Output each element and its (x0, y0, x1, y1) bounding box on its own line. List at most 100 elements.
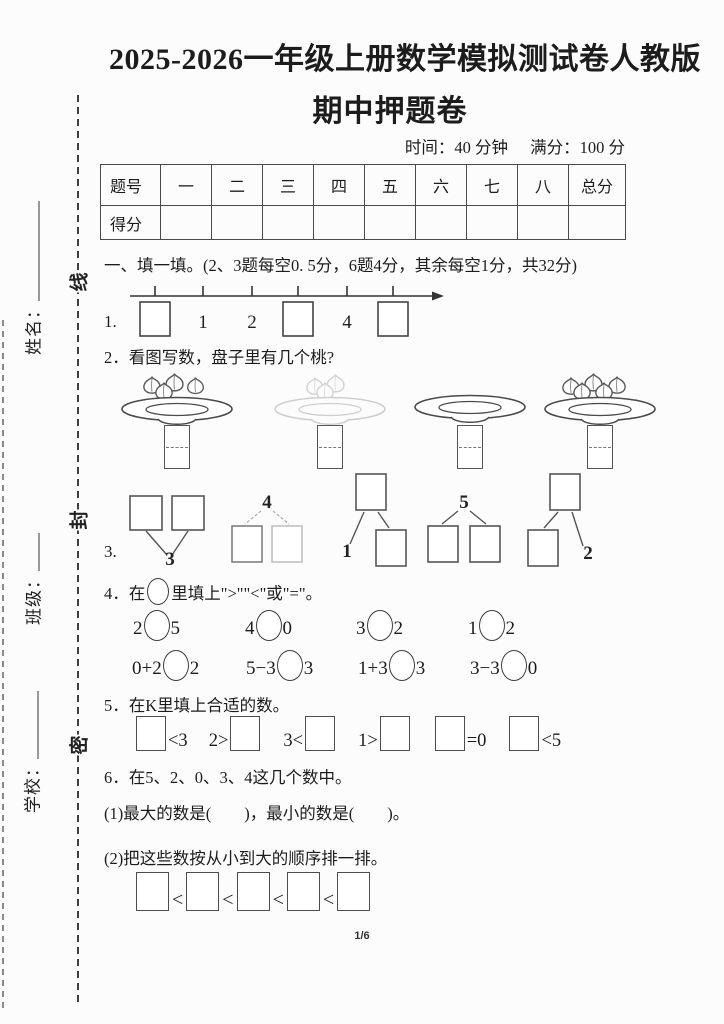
q3-g5-part-right: 2 (583, 543, 593, 564)
q4-left: 3 (356, 617, 366, 639)
q5-box (305, 716, 336, 751)
score-cell (262, 205, 314, 240)
q4-right: 0 (282, 617, 293, 639)
less-than-sign: < (322, 889, 335, 911)
q6-box-1 (136, 872, 169, 911)
q2-answer-box-4 (587, 425, 613, 469)
less-than-sign: < (272, 889, 284, 911)
q3-bond-group-3: 1 (342, 473, 407, 567)
q6-box-3 (236, 872, 270, 911)
q3-number: 3. (104, 542, 117, 561)
seal-char-mi: 密 (61, 734, 95, 756)
q4-compare-circle (500, 650, 527, 681)
col-total: 总分 (568, 164, 626, 206)
q2-plate-4-with-peaches (544, 373, 656, 426)
score-cell (364, 205, 416, 240)
q6-sub2: (2)把这些数按从小到大的顺序排一排。 (104, 849, 388, 868)
q4-right: 3 (415, 657, 426, 679)
score-cell (517, 205, 569, 240)
page-edge-dashed-line (2, 320, 4, 1008)
col-question-no: 题号 (100, 164, 161, 206)
q6-order-chain: <<<< (136, 872, 371, 911)
col-5: 五 (364, 164, 416, 206)
q3-bond-group-4: 5 (427, 492, 501, 563)
q3-bond-group-1: 3 (129, 495, 205, 568)
q4-heading-post: 里填上">""<"或"="。 (171, 584, 323, 603)
q4-right: 0 (527, 657, 538, 679)
q4-right: 5 (170, 617, 181, 639)
q4-right: 3 (303, 657, 314, 679)
col-1: 一 (160, 164, 212, 206)
q2-text: 2．看图写数，盘子里有几个桃? (104, 344, 334, 368)
q4-compare-circle (255, 610, 282, 641)
q5-item-3: 3< (281, 716, 339, 751)
q1-answer-box-3 (282, 301, 314, 337)
q1-tick-label-1: 1 (198, 312, 208, 333)
q4-left: 4 (245, 617, 255, 639)
q5-box (136, 716, 166, 751)
school-label: 学校： (23, 759, 43, 813)
col-7: 七 (466, 164, 518, 206)
q4-heading-pre: 在 (128, 584, 146, 603)
q6-box-4 (286, 872, 320, 911)
q5-text: 5．在K里填上合适的数。 (104, 692, 289, 716)
q4-compare-circle (478, 610, 505, 641)
q1-tick-label-2: 2 (247, 312, 257, 333)
q6-box-2 (186, 872, 220, 911)
q2-number: 2． (104, 348, 129, 367)
seal-char-xian: 线 (61, 271, 95, 293)
q5-item-6: <5 (505, 716, 563, 751)
section1-heading: 一、填一填。(2、3题每空0. 5分，6题4分，其余每空1分，共32分) (104, 256, 577, 275)
q3-g1-sum: 3 (165, 549, 175, 568)
class-blank-line (38, 533, 40, 571)
q4-compare-circle (143, 610, 170, 641)
q6-text: 6．在5、2、0、3、4这几个数中。 (104, 764, 352, 788)
q5-box (379, 716, 410, 751)
q2-answer-box-1 (164, 425, 190, 469)
q4-left: 3−3 (470, 657, 500, 679)
q5-item-1: <3 (132, 716, 190, 751)
q5-answer-row: <3 2> 3< 1> =0 <5 (132, 716, 580, 751)
school-blank-line (37, 691, 39, 759)
q5-box (230, 716, 261, 751)
class-label: 班级： (24, 571, 44, 625)
paper-title-line1: 2025-2026一年级上册数学模拟测试卷人教版 (109, 43, 701, 76)
score-table-header-row: 题号 一 二 三 四 五 六 七 八 总分 (100, 164, 626, 206)
q5-box (509, 716, 540, 751)
q3-g4-top: 5 (459, 492, 469, 513)
q4-number: 4． (104, 584, 129, 603)
q4-right: 2 (393, 617, 404, 639)
q5-number: 5． (104, 696, 129, 715)
col-3: 三 (262, 164, 314, 206)
q2-plate-3-empty (414, 394, 526, 424)
q4-right: 2 (189, 657, 200, 679)
less-than-sign: < (172, 889, 184, 911)
col-6: 六 (415, 164, 467, 206)
full-score: 满分：100 分 (530, 138, 625, 157)
paper-title-line2: 期中押题卷 (312, 95, 468, 128)
q2-plate-1-with-peaches (121, 373, 233, 426)
q5-question: 在K里填上合适的数。 (128, 696, 290, 715)
q4-left: 1 (468, 617, 478, 639)
q6-box-5 (337, 872, 371, 911)
q4-right: 2 (505, 617, 516, 639)
q6-number: 6． (104, 768, 129, 787)
score-cell (415, 205, 467, 240)
name-field: 姓名： (20, 201, 45, 355)
q2-question: 看图写数，盘子里有几个桃? (128, 348, 335, 367)
score-cell (466, 205, 518, 240)
q4-heading: 4．在 里填上">""<"或"="。 (104, 578, 322, 605)
q4-compare-circle (366, 610, 393, 641)
q6-sub1: (1)最大的数是( )，最小的数是( )。 (104, 804, 410, 823)
q4-heading-circle (147, 578, 170, 605)
score-cell (160, 205, 212, 240)
q4-item-r2c4: 3−3 0 (470, 650, 537, 687)
q3-bond-group-5: 2 (527, 473, 593, 567)
q1-answer-box-5 (377, 301, 409, 337)
q4-left: 2 (133, 617, 143, 639)
